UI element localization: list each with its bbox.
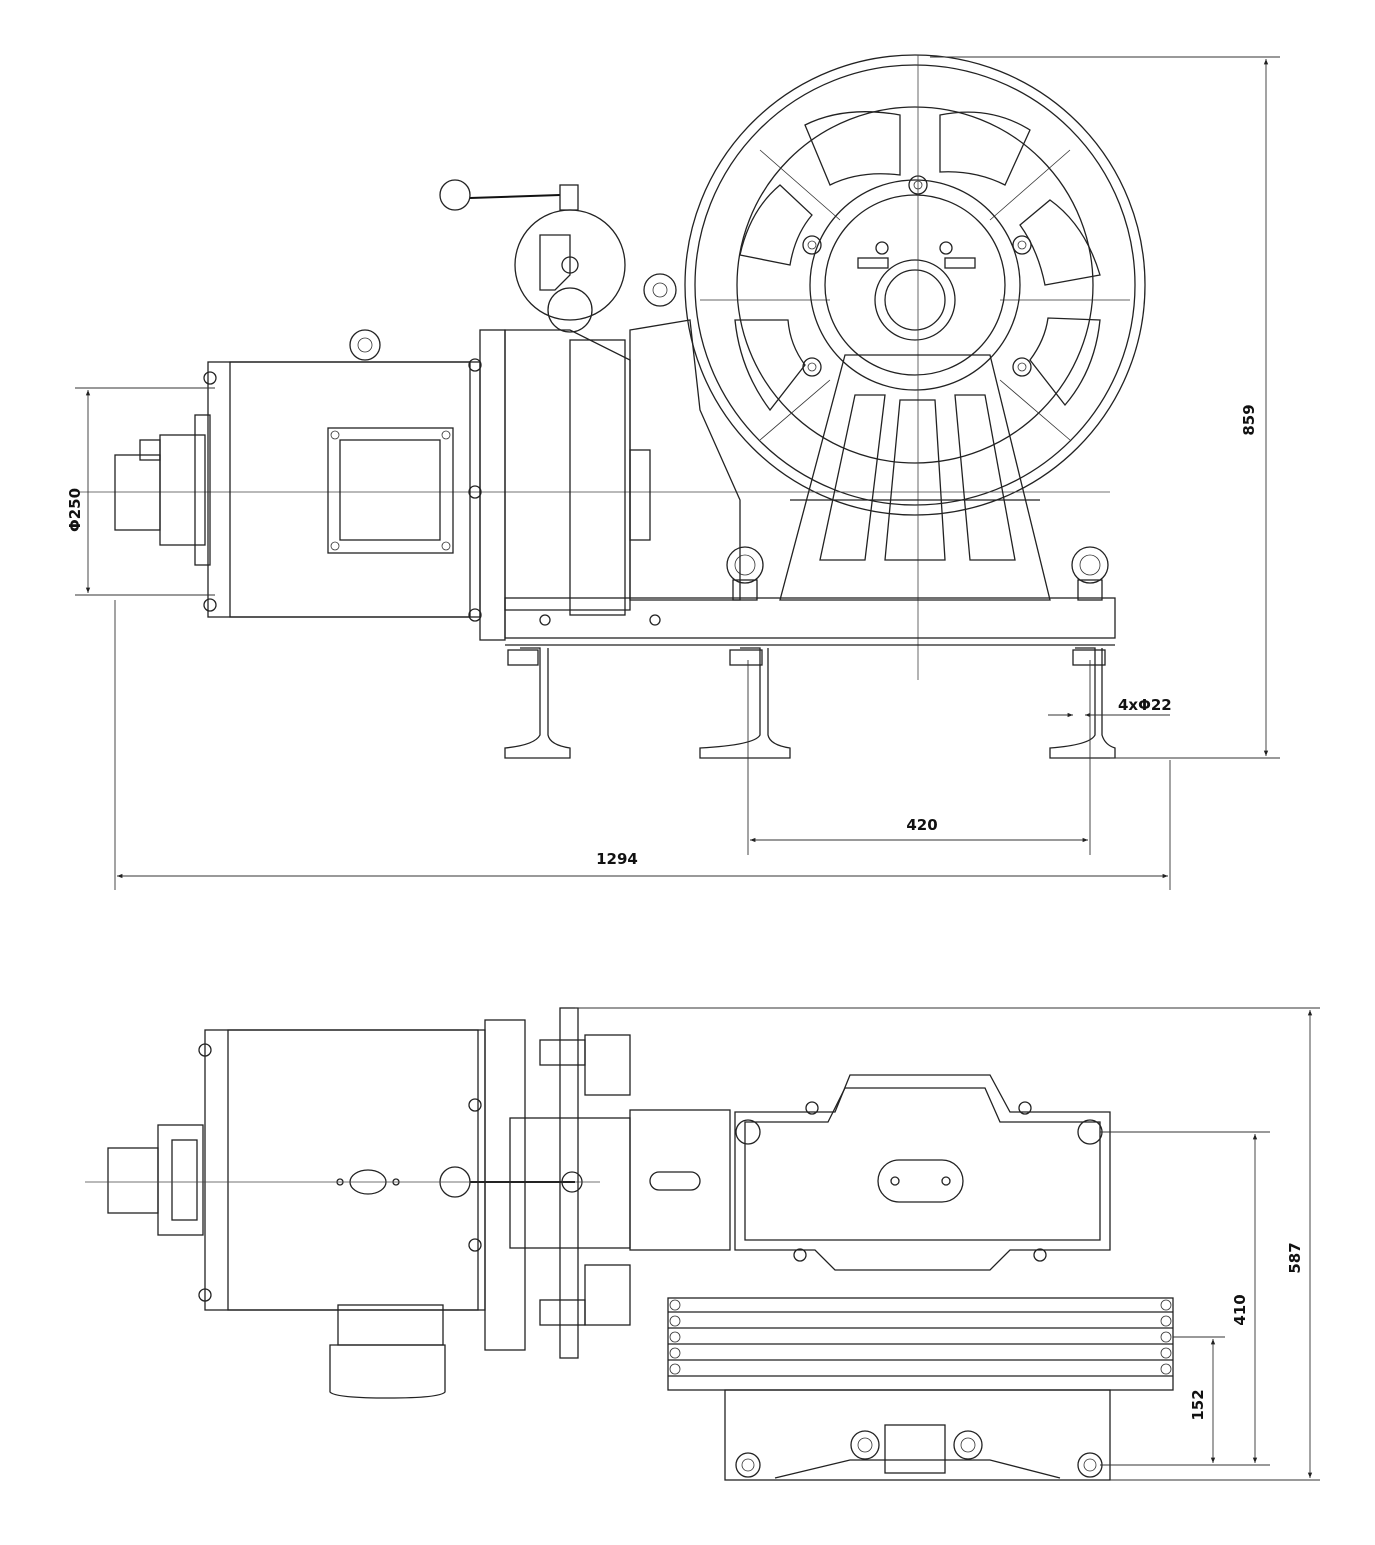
dim-depth: 587 xyxy=(1286,1242,1304,1273)
front-view: Φ250 859 4xΦ22 420 1294 xyxy=(66,54,1280,890)
motor xyxy=(114,329,482,622)
dim-length: 1294 xyxy=(596,850,638,868)
pedestal xyxy=(779,354,1051,601)
dim-height: 859 xyxy=(1240,404,1258,435)
motor-top xyxy=(85,1019,600,1399)
gearbox-top xyxy=(734,1074,1111,1271)
top-view: 587 410 152 xyxy=(85,1007,1320,1481)
dim-spacing: 420 xyxy=(906,816,937,834)
dim-holes: 4xΦ22 xyxy=(1118,696,1172,714)
dim-offset: 152 xyxy=(1189,1389,1207,1420)
sheave-top xyxy=(667,1297,1174,1391)
gearbox xyxy=(439,179,741,641)
base-top xyxy=(724,1389,1111,1481)
base-frame xyxy=(504,546,1116,759)
top-dimensions xyxy=(575,1007,1320,1481)
dim-base: 410 xyxy=(1231,1294,1249,1325)
dim-diameter: Φ250 xyxy=(66,488,84,532)
brake-top xyxy=(509,1007,731,1359)
front-dimensions xyxy=(75,56,1280,890)
traction-sheave xyxy=(80,54,1146,680)
